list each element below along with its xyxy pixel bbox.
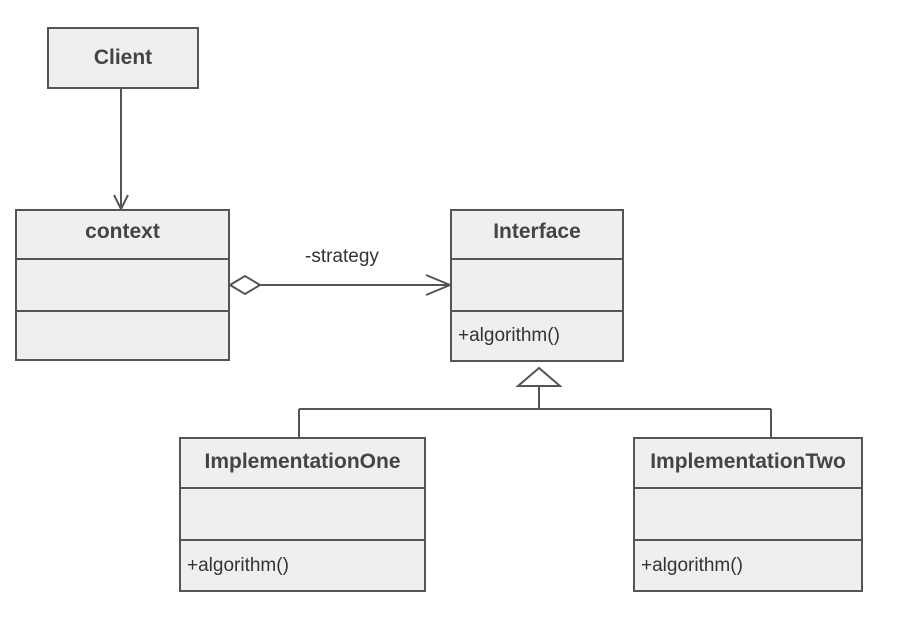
context-attributes-divider [17, 258, 228, 260]
generalization-connector [298, 366, 772, 437]
interface-method: +algorithm() [458, 325, 560, 346]
implementation-one-attributes-divider [181, 487, 424, 489]
context-class-box: context [15, 209, 230, 361]
interface-methods-divider [452, 310, 622, 312]
aggregation-arrow [228, 274, 453, 296]
aggregation-diamond-icon [228, 274, 262, 296]
interface-class-title: Interface [493, 220, 581, 243]
implementation-one-method: +algorithm() [187, 555, 289, 576]
context-methods-divider [17, 310, 228, 312]
client-to-context-arrow [113, 89, 129, 212]
implementation-two-class-box: ImplementationTwo +algorithm() [633, 437, 863, 592]
inheritance-triangle-icon [515, 366, 563, 387]
interface-attributes-divider [452, 258, 622, 260]
implementation-one-methods-divider [181, 539, 424, 541]
client-class-box: Client [47, 27, 199, 89]
implementation-one-class-box: ImplementationOne +algorithm() [179, 437, 426, 592]
implementation-two-methods-divider [635, 539, 861, 541]
implementation-one-class-title: ImplementationOne [204, 450, 401, 473]
strategy-association-label: -strategy [305, 246, 379, 267]
implementation-two-attributes-divider [635, 487, 861, 489]
implementation-two-class-title: ImplementationTwo [650, 450, 846, 473]
implementation-two-method: +algorithm() [641, 555, 743, 576]
interface-class-box: Interface +algorithm() [450, 209, 624, 362]
context-class-title: context [85, 220, 160, 243]
client-class-title: Client [93, 46, 153, 69]
